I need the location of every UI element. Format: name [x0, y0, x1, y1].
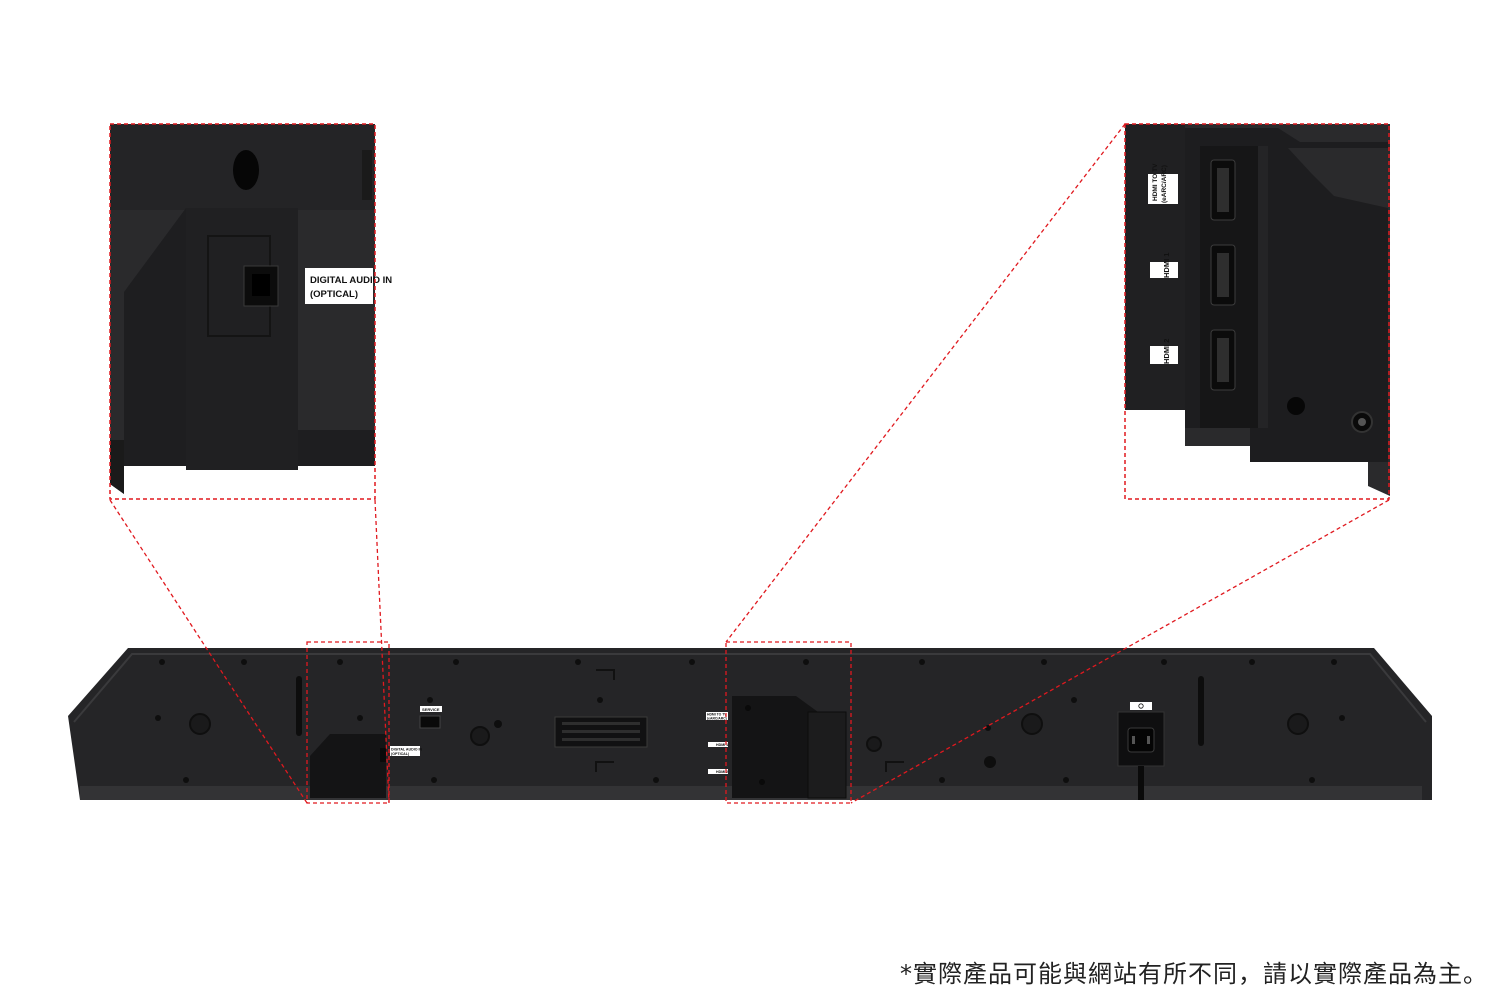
- right-leader-b: [850, 499, 1390, 804]
- hdmi-port-1: [1210, 244, 1236, 306]
- soundbar-body: SERVICE DIGITAL AUDIO IN (OPTICAL) HDMI …: [68, 648, 1432, 800]
- service-port: [419, 715, 441, 729]
- right-leader-a: [725, 123, 1126, 643]
- left-callout: DIGITAL AUDIO IN (OPTICAL): [109, 123, 392, 500]
- optical-label-line1: DIGITAL AUDIO IN: [310, 275, 392, 286]
- bar-optical-label-2: (OPTICAL): [391, 752, 410, 756]
- optical-label-line2: (OPTICAL): [310, 289, 358, 300]
- power-socket: [1127, 727, 1155, 753]
- bar-optical-recess: [310, 734, 386, 798]
- screw-holes: [155, 659, 1345, 783]
- left-callout-frame: [109, 123, 376, 500]
- bar-hdmi-highlight: [725, 641, 852, 804]
- bar-hdmi1-label: HDMI 1: [716, 743, 728, 747]
- optical-label-tag: [305, 268, 373, 304]
- hdmi2-label: HDMI 2: [1162, 339, 1171, 364]
- hdmi-tv-label-line1: HDMI TO TV: [1152, 163, 1159, 201]
- service-label: SERVICE: [422, 707, 440, 712]
- left-leader-b: [374, 499, 390, 804]
- zoom-indicators: [109, 123, 1390, 804]
- screw-hole: [1287, 397, 1305, 415]
- left-leader-a: [109, 499, 308, 804]
- bar-hdmi-tv-label-1: HDMI TO TV: [707, 713, 727, 717]
- bar-hdmi2-label: HDMI 2: [716, 770, 728, 774]
- hdmi1-label: HDMI 1: [1162, 253, 1171, 278]
- disclaimer-text: *實際產品可能與網站有所不同，請以實際產品為主。: [900, 960, 1488, 988]
- bar-optical-highlight: [306, 641, 390, 804]
- hdmi-port-2: [1210, 329, 1236, 391]
- hdmi-tv-label-line2: (eARC/ARC): [1161, 165, 1168, 203]
- bar-optical-label-1: DIGITAL AUDIO IN: [391, 748, 422, 752]
- right-callout-frame: [1124, 123, 1390, 500]
- hdmi-port-tv: [1210, 159, 1236, 221]
- mount-hole: [233, 150, 259, 190]
- bar-hdmi-tv-label-2: (eARC/ARC): [707, 717, 727, 721]
- right-callout: HDMI TO TV (eARC/ARC) HDMI 1 HDMI 2: [1124, 123, 1390, 500]
